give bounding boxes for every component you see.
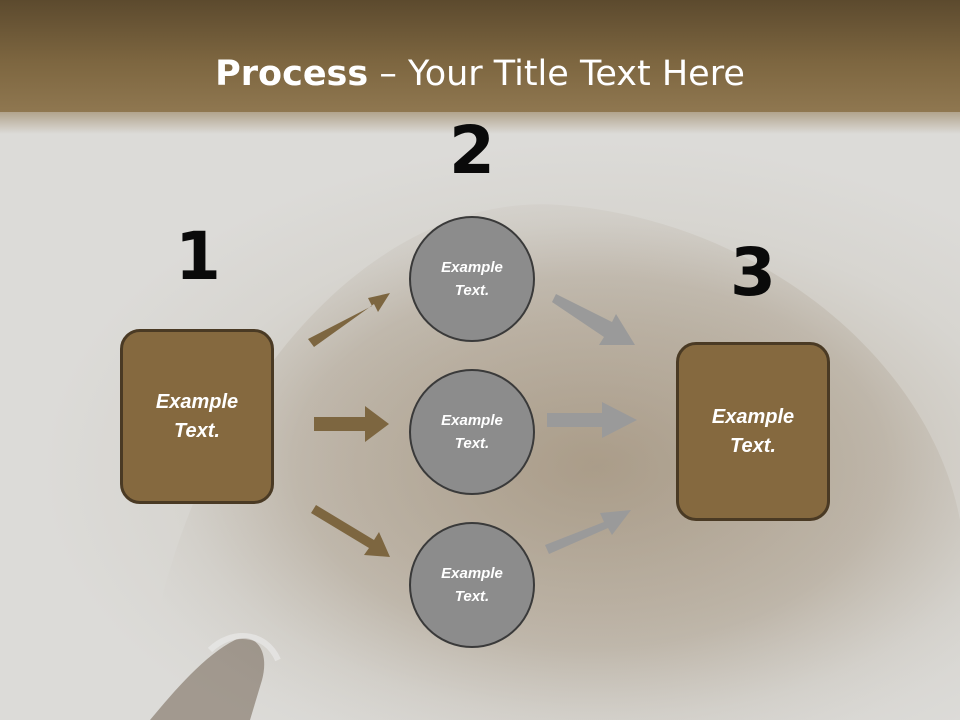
step-box-1: Example Text. bbox=[120, 329, 274, 504]
step-number-2: 2 bbox=[449, 112, 495, 189]
step-number-3: 3 bbox=[730, 234, 776, 311]
step-number-1: 1 bbox=[175, 218, 221, 295]
step-circle-middle-label: Example Text. bbox=[441, 412, 503, 452]
step-circle-bottom-label: Example Text. bbox=[441, 565, 503, 605]
step-box-1-label: Example Text. bbox=[155, 390, 239, 442]
title-bar bbox=[0, 0, 960, 112]
title-rest: – Your Title Text Here bbox=[368, 54, 745, 94]
title-bold: Process bbox=[215, 54, 369, 94]
title-bar-fade bbox=[0, 112, 960, 134]
slide-title: Process – Your Title Text Here bbox=[0, 52, 960, 96]
step-circle-bottom: Example Text. bbox=[409, 522, 535, 648]
step-circle-top-label: Example Text. bbox=[441, 259, 503, 299]
step-box-3: Example Text. bbox=[676, 342, 830, 521]
step-box-3-label: Example Text. bbox=[711, 405, 795, 457]
step-circle-top: Example Text. bbox=[409, 216, 535, 342]
step-circle-middle: Example Text. bbox=[409, 369, 535, 495]
